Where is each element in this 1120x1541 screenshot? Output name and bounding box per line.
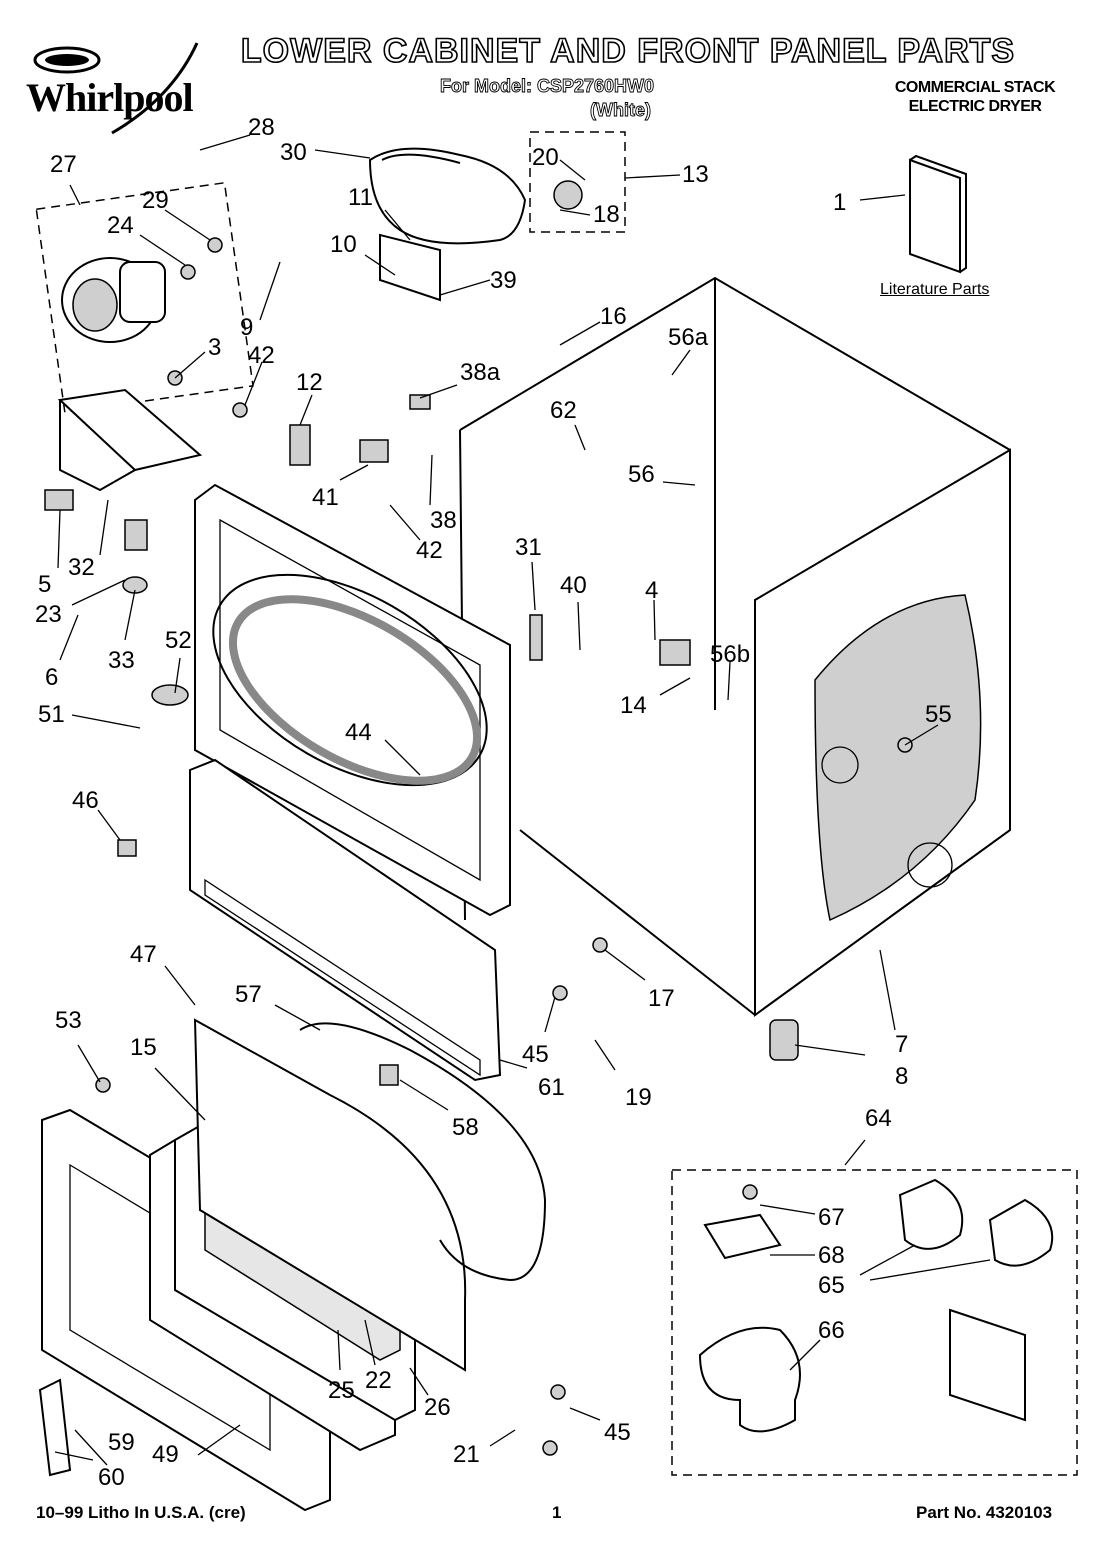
callout-label: 10 [330,231,357,258]
product-type: COMMERCIAL STACK ELECTRIC DRYER [860,78,1090,116]
callout-label: 51 [38,701,65,728]
callout-label: 41 [312,484,339,511]
literature-book-illustration [909,154,967,274]
callout-label: 8 [895,1063,908,1090]
callout-label: 19 [625,1084,652,1111]
callout-label: 15 [130,1034,157,1061]
callout-label: 45 [604,1419,631,1446]
callout-label: 4 [645,577,658,604]
callout-label: 66 [818,1317,845,1344]
callout-label: 40 [560,572,587,599]
callout-label: 26 [424,1394,451,1421]
model-color: (White) [590,100,652,121]
footer-page-number: 1 [552,1503,562,1522]
callout-label: 22 [365,1367,392,1394]
literature-parts-label: Literature Parts [880,281,990,298]
callout-label: 11 [348,184,373,211]
callout-label: 56 [628,461,655,488]
callout-label: 52 [165,627,192,654]
cabinet-illustration [459,276,1011,1061]
callout-label: 33 [108,647,135,674]
service-kit-illustration [698,1178,1054,1433]
idler-pulley-illustration [553,180,583,210]
callout-label: 7 [895,1031,908,1058]
callout-label: 68 [818,1242,845,1269]
callout-label: 61 [538,1074,565,1101]
callout-label: 45 [522,1041,549,1068]
whirlpool-logo: Whirlpool [22,38,222,148]
callout-label: 64 [865,1105,892,1132]
callout-label: 12 [296,369,323,396]
drive-belt-illustration [368,147,527,245]
callout-label: 1 [833,189,846,216]
callout-label: 46 [72,787,99,814]
logo-wordmark: Whirlpool [26,75,194,120]
logo-swoosh-icon [33,42,199,135]
door-seal-illustration [299,1022,547,1282]
front-panel-illustration [194,483,511,917]
catch-illustration [379,1064,399,1086]
callout-label: 5 [38,571,51,598]
callout-label: 49 [152,1441,179,1468]
service-kit-group-box [671,1169,1078,1476]
callout-label: 59 [108,1429,135,1456]
callout-label: 47 [130,941,157,968]
leveling-leg-illustration [769,1019,799,1061]
callout-label: 20 [532,144,559,171]
callout-label: 16 [600,303,627,330]
callout-label: 23 [35,601,62,628]
callout-label: 44 [345,719,372,746]
callout-label: 38 [430,507,457,534]
product-line-1: COMMERCIAL STACK [894,79,1056,96]
callout-label: 17 [648,985,675,1012]
callout-label: 24 [107,212,134,239]
callout-label: 58 [452,1114,479,1141]
callout-label: 25 [328,1377,355,1404]
callout-label: 67 [818,1204,845,1231]
callout-label: 3 [208,334,221,361]
callout-label: 29 [142,187,169,214]
callout-label: 42 [416,537,443,564]
callout-label: 13 [682,161,709,188]
callout-label: 62 [550,397,577,424]
callout-label: 6 [45,664,58,691]
callout-label: 21 [453,1441,480,1468]
callout-label: 32 [68,554,95,581]
door-handle-illustration [38,1378,72,1477]
callout-label: 9 [240,314,253,341]
terminal-block-illustration [659,639,691,666]
callout-label: 28 [248,114,275,141]
model-number: For Model: CSP2760HW0 [440,76,655,97]
callout-label: 60 [98,1464,125,1491]
callout-label: 56b [710,641,750,668]
callout-label: 30 [280,139,307,166]
callout-label: 14 [620,692,647,719]
callout-label: 27 [50,151,77,178]
callout-label: 38a [460,359,501,386]
callout-label: 42 [248,342,275,369]
callout-label: 39 [490,267,517,294]
toe-panel-illustration [189,758,502,1082]
callout-label: 56a [668,324,709,351]
footer-print-info: 10–99 Litho In U.S.A. (cre) [36,1503,246,1522]
page-title: LOWER CABINET AND FRONT PANEL PARTS [240,31,1016,71]
callout-label: 65 [818,1272,845,1299]
callout-label: 31 [515,534,542,561]
product-line-2: ELECTRIC DRYER [908,98,1042,115]
footer-part-number: Part No. 4320103 [916,1503,1053,1522]
callout-label: 18 [593,201,620,228]
callout-label: 53 [55,1007,82,1034]
callout-label: 57 [235,981,262,1008]
callout-label: 55 [925,701,952,728]
motor-illustration [61,237,223,343]
